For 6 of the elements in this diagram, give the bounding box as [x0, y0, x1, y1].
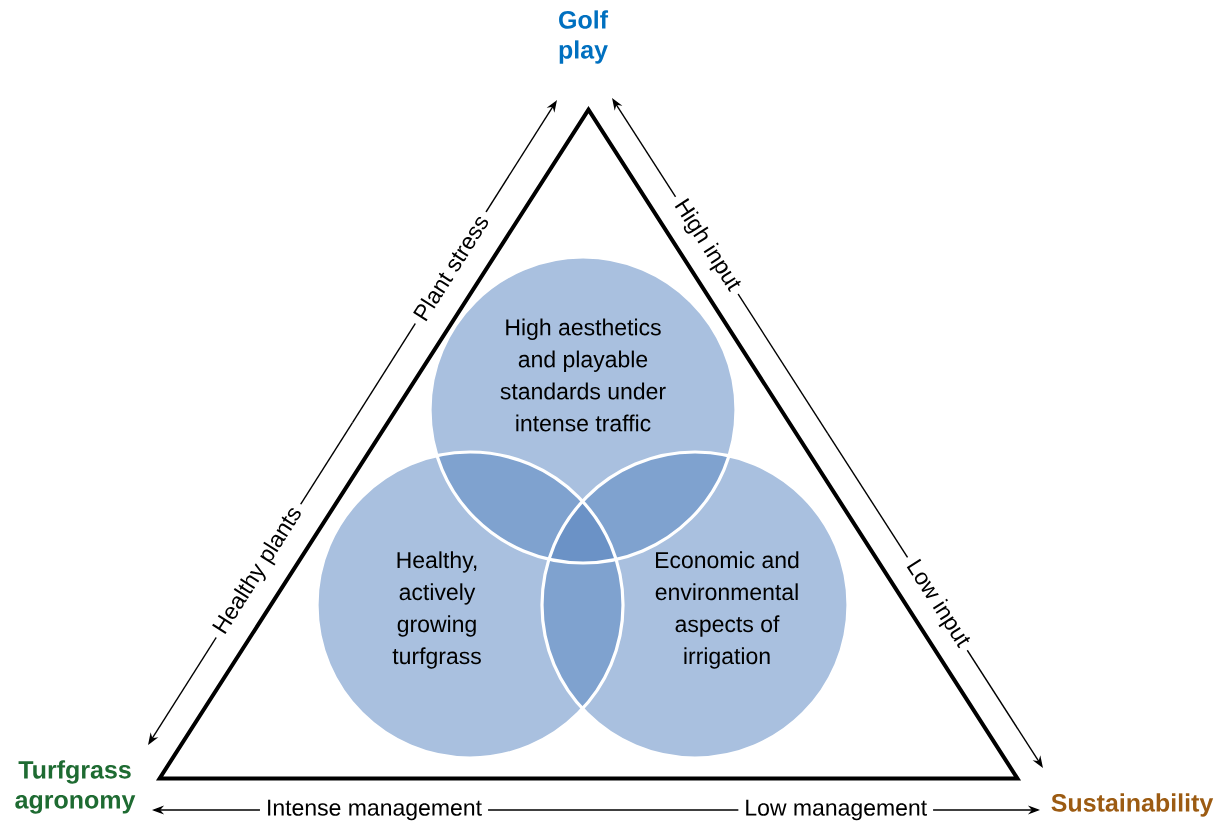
edge-label: Low management: [738, 793, 934, 827]
node-label: High aesthetics and playable standards under intense traffic: [500, 318, 666, 432]
corner-label: Golf play: [559, 10, 609, 64]
edge-label: Intense management: [259, 793, 489, 827]
corner-label: Turfgrass agronomy: [15, 760, 136, 814]
corner-label: Sustainability: [1051, 793, 1214, 817]
